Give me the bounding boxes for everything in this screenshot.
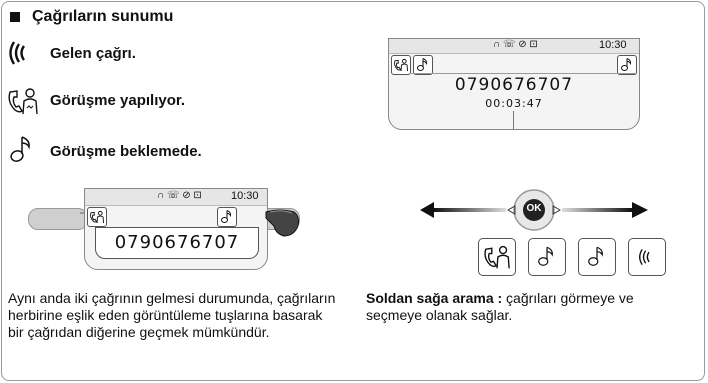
call-on-hold-icon — [413, 55, 433, 75]
right-description-bold: Soldan sağa arama : — [366, 290, 503, 306]
clock-time: 10:30 — [231, 190, 259, 202]
call-in-progress-icon — [391, 55, 411, 75]
bullet-square-icon — [10, 12, 20, 22]
phone-screen-right: ∩ ☏ ⊘ ⊡ 10:30 0790676707 00:03:47 — [388, 38, 640, 130]
section-header: Çağrıların sunumu — [10, 8, 173, 26]
call-on-hold-icon — [10, 134, 34, 171]
clock-time: 10:30 — [599, 39, 627, 51]
call-on-hold-key[interactable] — [528, 238, 566, 276]
caller-number: 0790676707 — [114, 232, 240, 253]
phone-screen-left: ∩ ☏ ⊘ ⊡ 10:30 0790676707 — [84, 188, 268, 270]
call-in-progress-icon — [6, 86, 40, 121]
status-icons: ∩ ☏ ⊘ ⊡ — [157, 190, 202, 201]
incoming-call-icon — [8, 40, 34, 71]
call-on-hold-icon — [217, 207, 237, 227]
ok-button[interactable]: OK — [526, 203, 542, 214]
call-on-hold-key[interactable] — [578, 238, 616, 276]
call-duration: 00:03:47 — [485, 97, 543, 110]
navigator-graphic — [420, 189, 648, 231]
call-in-progress-key[interactable] — [478, 238, 516, 276]
section-title: Çağrıların sunumu — [32, 8, 174, 25]
legend-label-on-hold: Görüşme beklemede. — [50, 143, 202, 160]
status-bar — [85, 189, 267, 206]
screen-divider-line — [411, 73, 637, 74]
call-on-hold-icon — [617, 55, 637, 75]
legend-label-incoming: Gelen çağrı. — [50, 45, 136, 62]
right-description: Soldan sağa arama : çağrıları görmeye ve… — [366, 290, 686, 324]
left-softkey-bar — [28, 208, 88, 230]
call-in-progress-icon — [87, 207, 107, 227]
finger-press-icon — [262, 198, 302, 245]
status-bar — [389, 39, 639, 54]
status-icons: ∩ ☏ ⊘ ⊡ — [493, 39, 538, 50]
right-description-text: çağrıları görmeye ve seçmeye olanak sağl… — [366, 290, 634, 323]
caller-number: 0790676707 — [454, 75, 574, 95]
number-box: 0790676707 — [95, 227, 259, 259]
incoming-call-key[interactable] — [628, 238, 666, 276]
screen-cursor-line — [513, 111, 514, 129]
legend-label-in-progress: Görüşme yapılıyor. — [50, 92, 186, 109]
left-description: Aynı anda iki çağrının gelmesi durumunda… — [8, 290, 336, 340]
